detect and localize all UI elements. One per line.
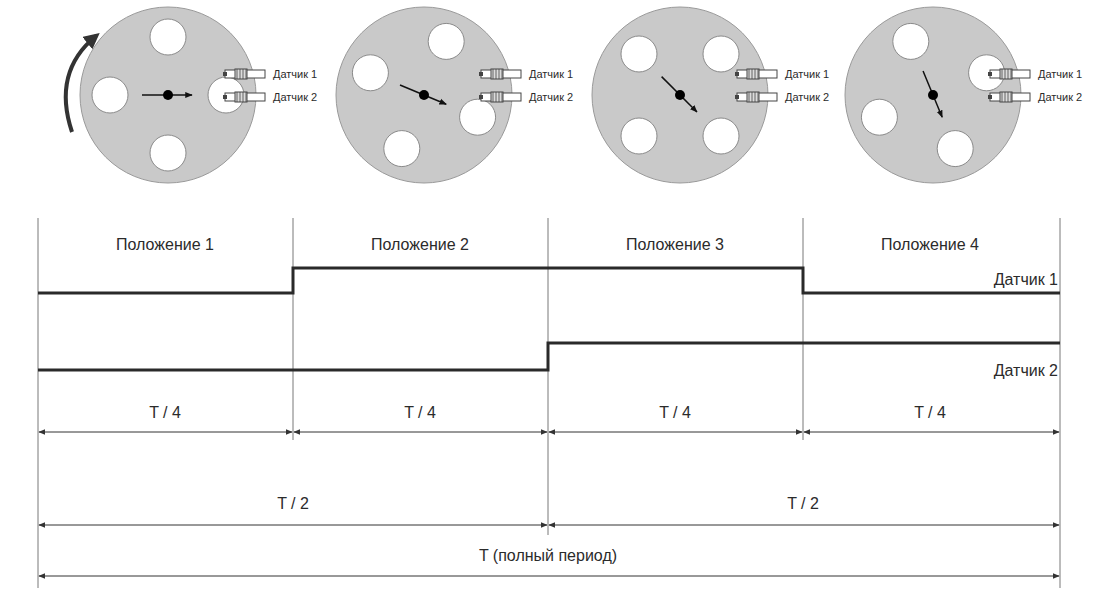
dimension-line — [39, 432, 292, 433]
dimension-label: T / 2 — [787, 495, 819, 513]
sensor-symbol — [988, 69, 1030, 79]
dimension-label: T / 4 — [149, 404, 181, 422]
sensor-label: Датчик 2 — [529, 91, 573, 103]
dimension-label: T / 4 — [914, 404, 946, 422]
sensor-symbol — [223, 69, 265, 79]
position-label: Положение 4 — [881, 236, 979, 254]
sensor-symbol — [988, 92, 1030, 102]
encoder-disk — [80, 7, 265, 183]
sensor-label: Датчик 2 — [273, 91, 317, 103]
sensor-symbol — [735, 69, 777, 79]
guide-line — [548, 218, 549, 535]
dimension-label: T / 4 — [404, 404, 436, 422]
sensor-label: Датчик 2 — [1038, 91, 1082, 103]
sensor-symbol — [479, 69, 521, 79]
signal-name: Датчик 2 — [994, 362, 1058, 380]
sensor-label: Датчик 1 — [529, 68, 573, 80]
encoder-disk — [336, 7, 521, 183]
dimension-label: T / 2 — [277, 495, 309, 513]
position-label: Положение 3 — [626, 236, 724, 254]
sensor-label: Датчик 1 — [273, 68, 317, 80]
dimension-label: T / 4 — [659, 404, 691, 422]
dimension-line — [294, 432, 547, 433]
dimension-line — [804, 432, 1059, 433]
guide-line — [803, 218, 804, 440]
sensor-symbol — [223, 92, 265, 102]
sensor-symbol — [479, 92, 521, 102]
dimension-line — [39, 576, 1059, 577]
sensor-symbol — [735, 92, 777, 102]
position-label: Положение 1 — [116, 236, 214, 254]
dimension-line — [549, 432, 802, 433]
sensor-label: Датчик 1 — [785, 68, 829, 80]
dimension-line — [39, 525, 547, 526]
guide-line — [293, 218, 294, 440]
dimension-line — [549, 525, 1059, 526]
signal-name: Датчик 1 — [994, 271, 1058, 289]
position-label: Положение 2 — [371, 236, 469, 254]
sensor-label: Датчик 2 — [785, 91, 829, 103]
signal-trace — [38, 343, 1060, 370]
signal-trace — [38, 268, 1060, 293]
encoder-disk — [592, 7, 777, 183]
guide-line — [38, 218, 39, 588]
encoder-disk — [845, 7, 1030, 183]
guide-line — [1060, 218, 1061, 588]
dimension-label: T (полный период) — [479, 547, 617, 565]
sensor-label: Датчик 1 — [1038, 68, 1082, 80]
